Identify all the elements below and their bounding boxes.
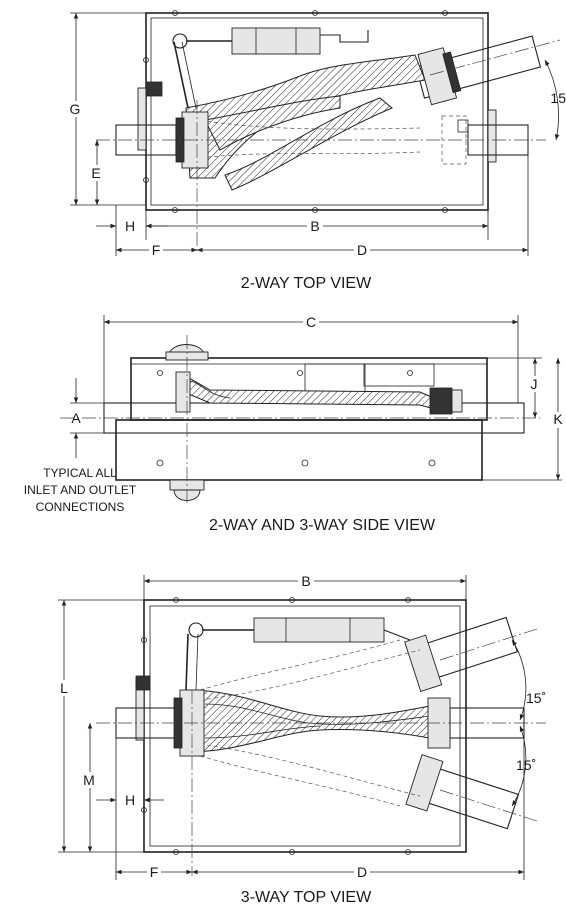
actuator-cylinder xyxy=(231,27,321,55)
dim-label-h-3way: H xyxy=(125,792,135,808)
angle-label-2way: 15 xyxy=(550,90,566,106)
note-connections-1: TYPICAL ALL xyxy=(43,466,117,480)
lower-outlet-pipe xyxy=(424,767,520,830)
actuator-cylinder-3way xyxy=(253,617,385,643)
swivel-tube-3way xyxy=(187,689,441,753)
view-2way-top: G E H B F D 15 2-WAY TOP VIEW xyxy=(68,10,566,292)
dim-label-a: A xyxy=(71,410,81,426)
dim-label-e: E xyxy=(91,165,100,181)
dim-label-m: M xyxy=(83,772,95,788)
dim-label-b-3way: B xyxy=(301,573,310,589)
dim-label-d-3way: D xyxy=(357,864,367,880)
note-connections-2: INLET AND OUTLET xyxy=(24,483,137,497)
dim-label-g: G xyxy=(70,101,81,117)
dim-label-h-top: H xyxy=(125,218,135,234)
view-side: C J K A TYPICAL ALL INLET AND OUTLET CON… xyxy=(24,314,565,534)
upper-outlet-pipe xyxy=(423,616,518,680)
dim-label-f-3way: F xyxy=(150,864,159,880)
dim-label-j: J xyxy=(531,376,538,392)
dim-label-k: K xyxy=(553,411,563,427)
side-enclosure-bottom xyxy=(115,419,483,481)
note-connections-3: CONNECTIONS xyxy=(36,500,125,514)
caption-2way-top: 2-WAY TOP VIEW xyxy=(241,275,372,292)
angle-label-3way-lower: 15˚ xyxy=(516,757,536,773)
dim-label-d-top: D xyxy=(357,242,367,258)
dim-label-l: L xyxy=(60,680,68,696)
view-3way-top: B L M H F D 15˚ 15˚ 3-WAY TOP VIEW xyxy=(57,573,546,906)
side-swivel-tube xyxy=(183,374,439,411)
dim-label-b-top: B xyxy=(310,218,319,234)
caption-3way-top: 3-WAY TOP VIEW xyxy=(241,889,372,906)
angle-label-3way-upper: 15˚ xyxy=(526,690,546,706)
dim-label-c: C xyxy=(306,314,316,330)
angled-outlet-pipe xyxy=(415,35,542,99)
dim-label-f-top: F xyxy=(152,242,161,258)
caption-side: 2-WAY AND 3-WAY SIDE VIEW xyxy=(209,517,436,534)
